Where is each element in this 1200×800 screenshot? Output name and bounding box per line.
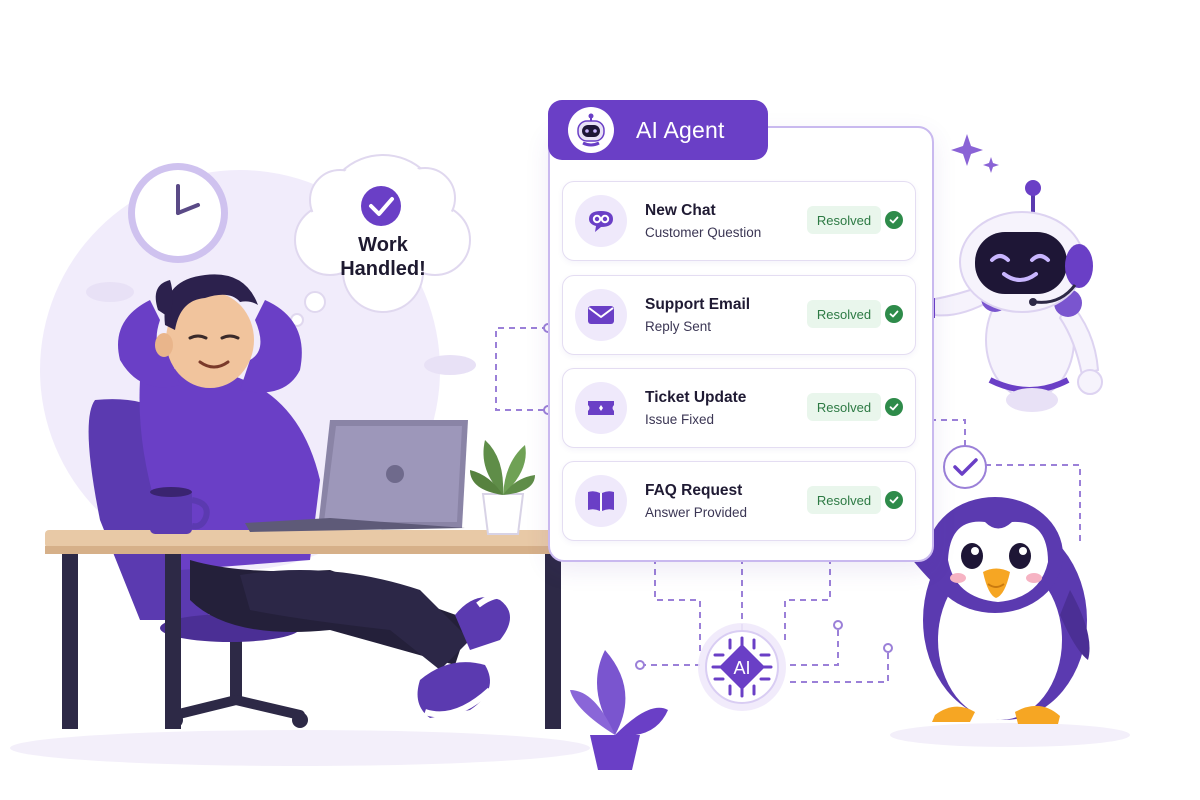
check-circle-icon [885,305,903,323]
task-title: Support Email [645,296,751,313]
bubble-check-icon [361,186,401,226]
robot-avatar-icon [577,113,605,147]
task-icon-wrap [575,475,627,527]
status-badge: Resolved [807,393,881,421]
bubble-line-1: Work [358,234,408,256]
task-subtitle: Customer Question [645,225,762,240]
ai-agent-header: AI Agent [548,100,768,160]
task-subtitle: Answer Provided [645,505,748,520]
book-icon [588,491,614,511]
check-circle-icon [885,398,903,416]
envelope-icon [588,306,614,324]
task-row-faq-request[interactable]: FAQ Request Answer Provided Resolved [562,461,916,541]
status-badge: Resolved [807,486,881,514]
check-circle-icon [885,491,903,509]
ai-agent-title: AI Agent [636,116,725,143]
task-title: New Chat [645,202,716,219]
ticket-icon [588,401,614,415]
task-row-new-chat[interactable]: New Chat Customer Question Resolved [562,181,916,261]
task-icon-wrap [575,382,627,434]
task-row-ticket-update[interactable]: Ticket Update Issue Fixed Resolved [562,368,916,448]
agent-avatar [568,107,614,153]
ai-chip-icon [719,644,765,690]
task-subtitle: Reply Sent [645,319,712,334]
task-icon-wrap [575,289,627,341]
status-badge: Resolved [807,206,881,234]
ai-chip-label: AI [733,658,750,678]
status-badge: Resolved [807,300,881,328]
task-icon-wrap [575,195,627,247]
bubble-text: Work Handled! [320,233,446,281]
check-node-icon [943,445,987,489]
task-title: Ticket Update [645,389,747,406]
task-title: FAQ Request [645,482,743,499]
task-row-support-email[interactable]: Support Email Reply Sent Resolved [562,275,916,355]
check-circle-icon [885,211,903,229]
chat-bubble-icon [589,211,613,232]
task-subtitle: Issue Fixed [645,412,715,427]
bubble-line-2: Handled! [340,258,426,280]
